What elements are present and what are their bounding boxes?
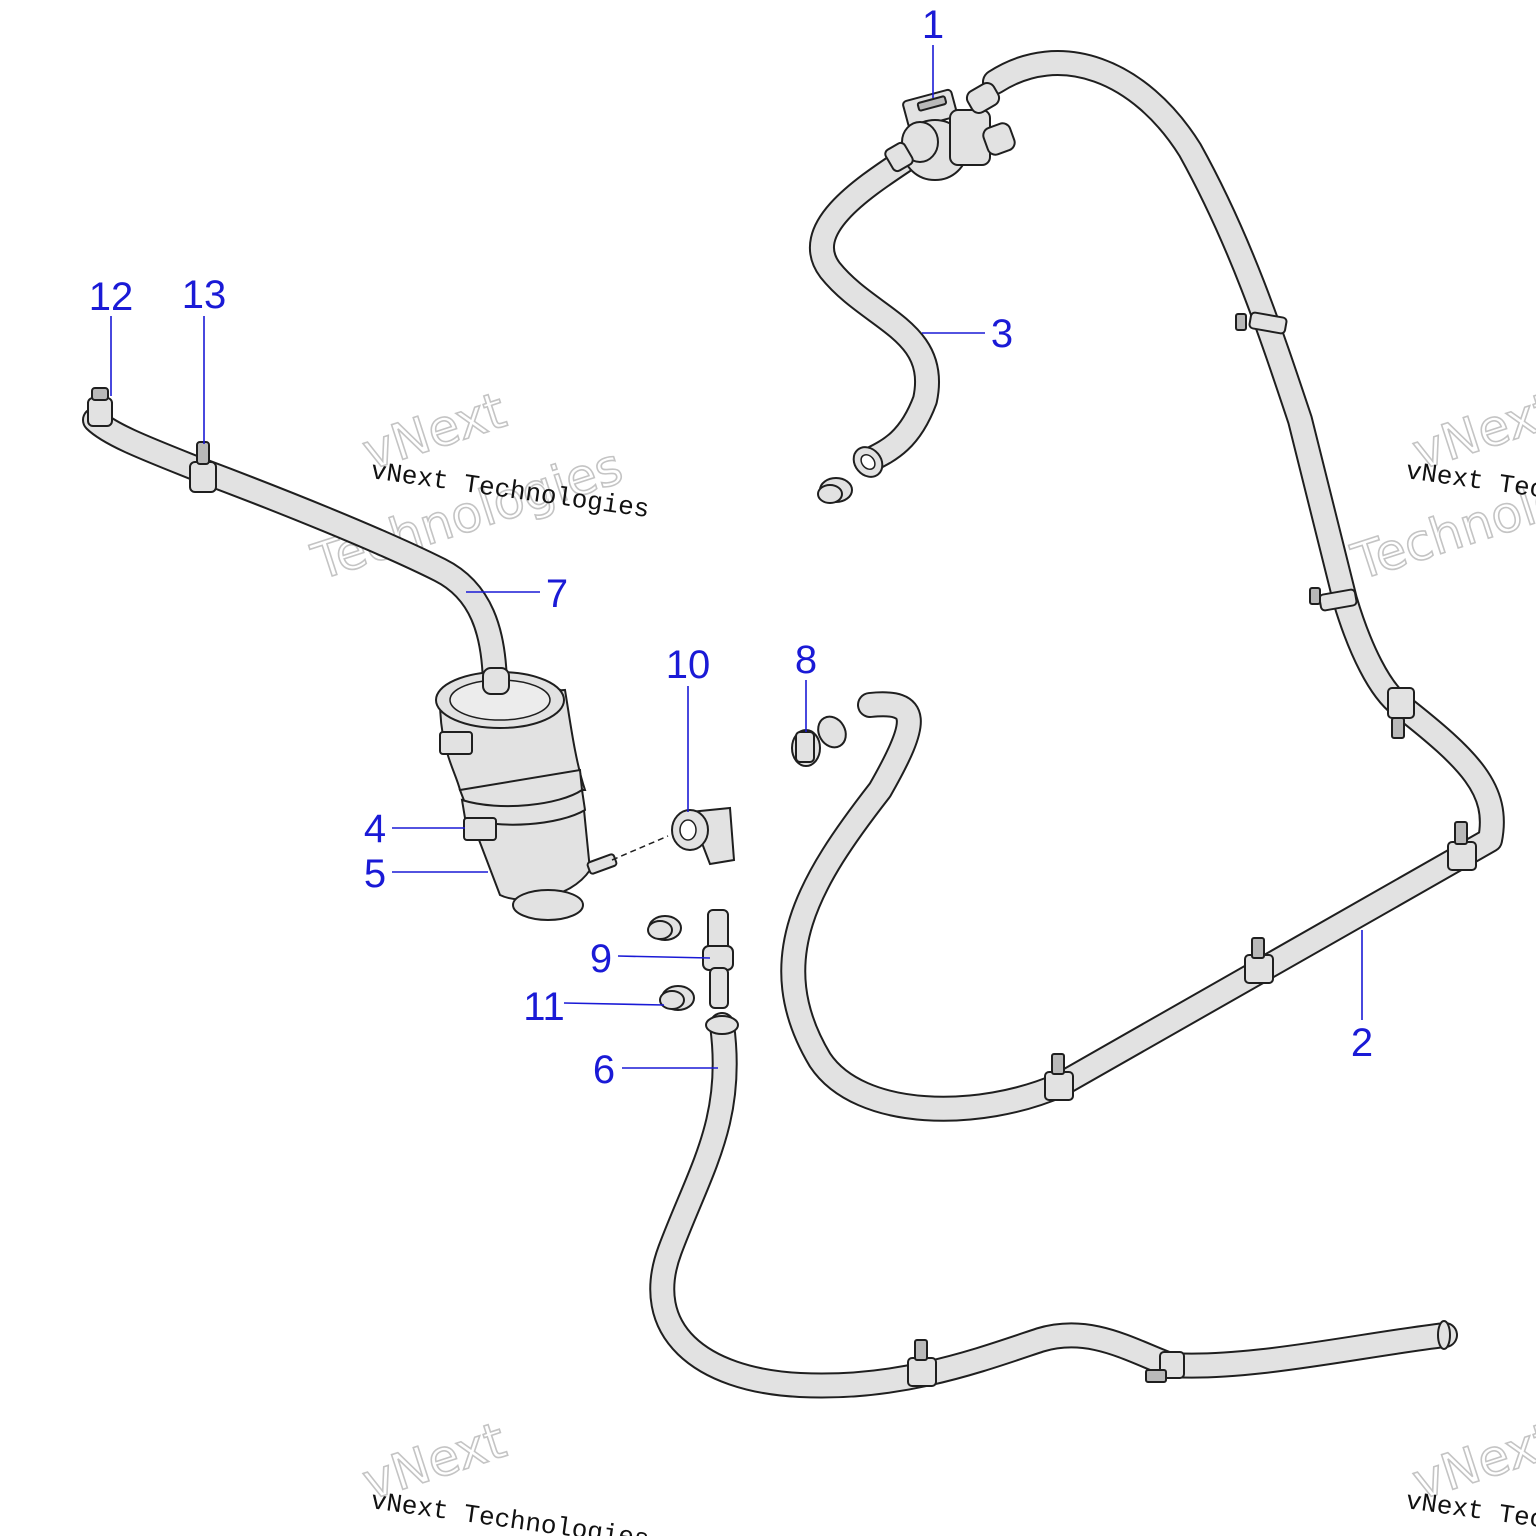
- connector-fitting: [702, 909, 734, 1009]
- callout-labels: 1 2 3 4 5 6 7 8 9 10 11 12 13: [89, 3, 1373, 1092]
- callout-2: 2: [1351, 1021, 1373, 1065]
- fitting-12: [87, 387, 113, 427]
- callout-6: 6: [593, 1048, 615, 1092]
- hose-7: [82, 407, 508, 703]
- callout-13: 13: [182, 273, 227, 317]
- hose-clamp-3-end: [817, 477, 853, 504]
- hose-3: [809, 147, 940, 478]
- callout-10: 10: [666, 643, 711, 687]
- callout-3: 3: [991, 312, 1013, 356]
- callout-8: 8: [795, 638, 817, 682]
- leader-lines: [110, 45, 1363, 1069]
- callout-5: 5: [364, 852, 386, 896]
- callout-11: 11: [523, 985, 565, 1029]
- callout-1: 1: [922, 3, 944, 47]
- callout-12: 12: [89, 275, 134, 319]
- callout-9: 9: [590, 937, 612, 981]
- hose-2: [780, 50, 1505, 1122]
- fastener-13: [189, 441, 217, 493]
- hose-clamp-11: [659, 985, 695, 1011]
- charcoal-canister: [435, 667, 618, 921]
- callout-4: 4: [364, 807, 386, 851]
- hose-6: [649, 1012, 1458, 1399]
- purge-valve: [884, 82, 1016, 181]
- hose-clips: [907, 311, 1477, 1387]
- watermark-company-text-bottom: vNext Technologies: [369, 1486, 651, 1536]
- elbow-fitting: [611, 806, 736, 866]
- callout-7: 7: [546, 572, 568, 616]
- hose-clamp-upper: [647, 915, 682, 941]
- hose-clamp-8: [791, 729, 821, 767]
